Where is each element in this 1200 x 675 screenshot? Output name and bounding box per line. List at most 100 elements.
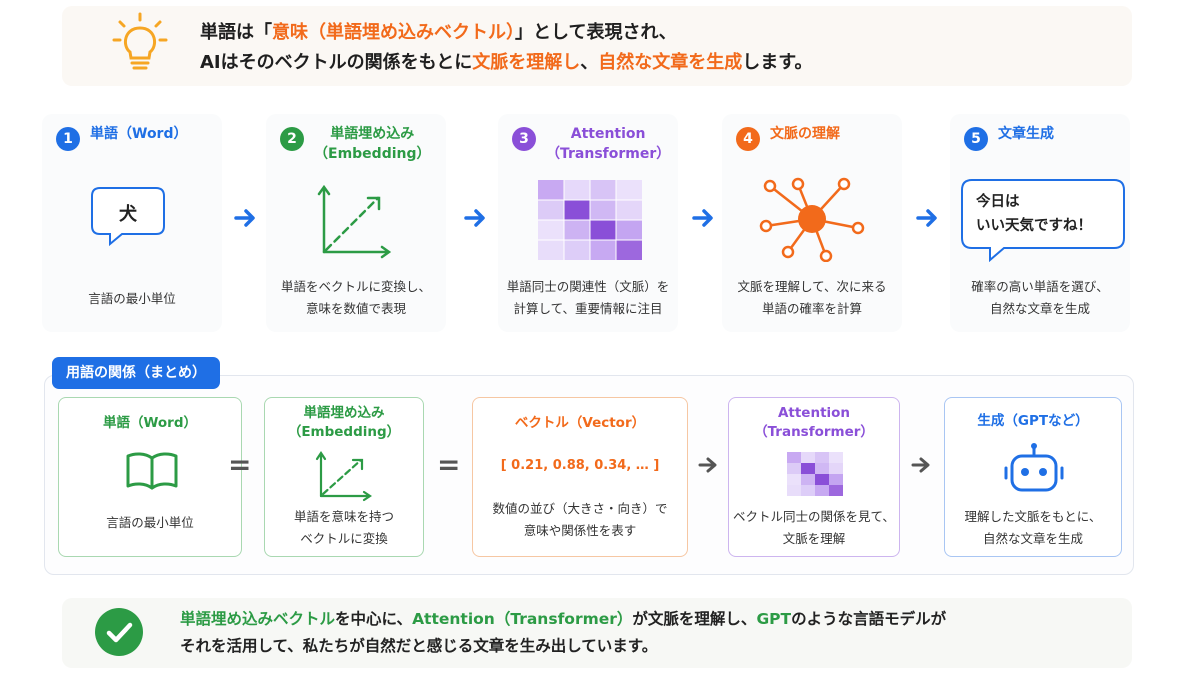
footer-panel xyxy=(62,598,1132,668)
summary-title-line: 単語（Word） xyxy=(102,415,197,431)
step-description: 言語の最小単位 xyxy=(42,288,222,310)
step-desc-line: 自然な文章を生成 xyxy=(989,301,1090,316)
vector-values: [ 0.21, 0.88, 0.34, … ] xyxy=(500,458,660,473)
summary-box-word: 単語（Word） 言語の最小単位 xyxy=(58,397,242,557)
banner-text-part: 」として表現され、 xyxy=(515,22,677,43)
robot-icon xyxy=(1004,443,1064,492)
arrow-right-icon xyxy=(464,209,485,227)
step-title-line: 文章生成 xyxy=(998,126,1054,142)
summary-box-title: Attention （Transformer） xyxy=(729,404,899,442)
footer-highlight: GPT xyxy=(756,610,792,628)
step-header: 5 文章生成 xyxy=(964,124,1054,151)
summary-box-desc: 数値の並び（大きさ・向き）で 意味や関係性を表す xyxy=(473,498,687,542)
bubble-word: 犬 xyxy=(119,204,137,225)
arrow-right-icon xyxy=(911,457,930,473)
step-desc-line: 単語の確率を計算 xyxy=(761,301,862,316)
step-description: 単語をベクトルに変換し、 意味を数値で表現 xyxy=(266,276,446,320)
footer-text: 単語埋め込みベクトルを中心に、Attention（Transformer）が文脈… xyxy=(180,606,946,660)
step-title: 単語埋め込み （Embedding） xyxy=(314,124,431,164)
equals-sign: = xyxy=(228,448,252,481)
step-desc-line: 確率の高い単語を選び、 xyxy=(971,279,1109,294)
step-card-generation: 5 文章生成 今日は いい天気ですね！ 確率の高い単語を選び、 自然な文章を生成 xyxy=(950,114,1130,332)
step-card-attention: 3 Attention （Transformer） 単語同士の関連性（文脈）を … xyxy=(498,114,678,332)
equals-sign: = xyxy=(437,448,461,481)
step-title-line: Attention xyxy=(570,126,646,142)
step-header: 2 単語埋め込み （Embedding） xyxy=(280,124,431,164)
footer-highlight: 単語埋め込みベクトル xyxy=(180,610,336,628)
banner-text-part: 単語は「 xyxy=(200,22,272,43)
summary-box-vector: ベクトル（Vector） [ 0.21, 0.88, 0.34, … ] 数値の… xyxy=(472,397,688,557)
footer-line-1: 単語埋め込みベクトルを中心に、Attention（Transformer）が文脈… xyxy=(180,606,946,633)
summary-box-title: 単語（Word） xyxy=(59,414,241,433)
summary-title-line: 生成（GPTなど） xyxy=(977,413,1089,429)
step-header: 3 Attention （Transformer） xyxy=(512,124,670,164)
step-title-line: （Embedding） xyxy=(314,146,431,162)
banner-highlight: 自然な文章を生成 xyxy=(598,52,743,73)
banner-text-part: します。 xyxy=(742,52,813,73)
summary-box-title: 生成（GPTなど） xyxy=(945,412,1121,431)
step-title: 単語（Word） xyxy=(90,124,188,144)
summary-box-desc: ベクトル同士の関係を見て、 文脈を理解 xyxy=(729,506,899,550)
step-title: 文脈の理解 xyxy=(770,124,840,144)
step-description: 単語同士の関連性（文脈）を 計算して、重要情報に注目 xyxy=(498,276,678,320)
bubble-line: 今日は xyxy=(976,194,1020,210)
step-desc-line: 文脈を理解して、次に来る xyxy=(737,279,887,294)
footer-text-part: のような言語モデルが xyxy=(791,610,947,628)
summary-title-line: 単語埋め込み xyxy=(303,405,385,421)
summary-box-embedding: 単語埋め込み （Embedding） 単語を意味を持つ ベクトルに変換 xyxy=(264,397,424,557)
footer-text-part: を中心に、 xyxy=(335,610,413,628)
step-card-context: 4 文脈の理解 文脈を理解して、次に来る 単語の確率を計算 xyxy=(722,114,902,332)
speech-bubble-icon xyxy=(91,187,165,247)
step-number: 1 xyxy=(56,127,80,151)
banner-line-1: 単語は「意味（単語埋め込みベクトル）」として表現され、 xyxy=(200,18,812,48)
attention-heatmap-icon xyxy=(787,452,843,496)
step-number: 2 xyxy=(280,127,304,151)
summary-box-title: 単語埋め込み （Embedding） xyxy=(265,404,423,442)
top-banner xyxy=(62,6,1132,86)
banner-text-part: AIはそのベクトルの関係をもとに xyxy=(200,52,473,73)
banner-highlight: 意味（単語埋め込みベクトル） xyxy=(272,22,515,43)
footer-text-part: が文脈を理解し、 xyxy=(632,610,757,628)
banner-line-2: AIはそのベクトルの関係をもとに文脈を理解し、自然な文章を生成します。 xyxy=(200,48,812,78)
summary-title-line: （Transformer） xyxy=(754,424,874,440)
summary-tag: 用語の関係（まとめ） xyxy=(52,357,220,389)
summary-desc-line: 文脈を理解 xyxy=(782,531,846,546)
step-description: 文脈を理解して、次に来る 単語の確率を計算 xyxy=(722,276,902,320)
summary-desc-line: 数値の並び（大きさ・向き）で xyxy=(492,501,668,516)
check-icon xyxy=(106,622,133,643)
step-title-line: 文脈の理解 xyxy=(770,126,840,142)
arrow-right-icon xyxy=(234,209,255,227)
summary-desc-line: 理解した文脈をもとに、 xyxy=(964,509,1102,524)
bubble-text: 今日は いい天気ですね！ xyxy=(976,190,1092,238)
step-header: 1 単語（Word） xyxy=(56,124,188,151)
speech-bubble-icon xyxy=(961,179,1125,262)
summary-desc-line: 自然な文章を生成 xyxy=(982,531,1083,546)
step-title-line: （Transformer） xyxy=(546,146,671,162)
summary-desc-line: ベクトル同士の関係を見て、 xyxy=(733,509,895,524)
step-desc-line: 計算して、重要情報に注目 xyxy=(513,301,663,316)
network-hub-icon xyxy=(759,177,865,262)
summary-box-title: ベクトル（Vector） xyxy=(473,414,687,433)
footer-highlight: Attention（Transformer） xyxy=(412,610,633,628)
summary-desc-line: 意味や関係性を表す xyxy=(523,523,637,538)
footer-line-2: それを活用して、私たちが自然だと感じる文章を生み出しています。 xyxy=(180,637,658,655)
arrow-right-icon xyxy=(698,457,717,473)
step-number: 5 xyxy=(964,127,988,151)
summary-box-desc: 単語を意味を持つ ベクトルに変換 xyxy=(265,506,423,550)
banner-text: 単語は「意味（単語埋め込みベクトル）」として表現され、 AIはそのベクトルの関係… xyxy=(200,18,812,78)
summary-box-attention: Attention （Transformer） ベクトル同士の関係を見て、 文脈… xyxy=(728,397,900,557)
banner-highlight: 文脈を理解し xyxy=(472,52,581,73)
step-title-line: 単語埋め込み xyxy=(330,126,415,142)
summary-desc-line: 言語の最小単位 xyxy=(106,515,194,530)
summary-box-generation: 生成（GPTなど） 理解した文脈をもとに、 自然な文章を生成 xyxy=(944,397,1122,557)
summary-desc-line: ベクトルに変換 xyxy=(300,531,388,546)
open-book-icon xyxy=(126,452,178,490)
step-number: 4 xyxy=(736,127,760,151)
step-card-embedding: 2 単語埋め込み （Embedding） 単語をベクトルに変換し、 意味を数値で… xyxy=(266,114,446,332)
step-number: 3 xyxy=(512,127,536,151)
lightbulb-icon xyxy=(112,12,168,70)
step-header: 4 文脈の理解 xyxy=(736,124,840,151)
step-desc-line: 意味を数値で表現 xyxy=(305,301,406,316)
step-card-word: 1 単語（Word） 犬 言語の最小単位 xyxy=(42,114,222,332)
step-description: 確率の高い単語を選び、 自然な文章を生成 xyxy=(950,276,1130,320)
